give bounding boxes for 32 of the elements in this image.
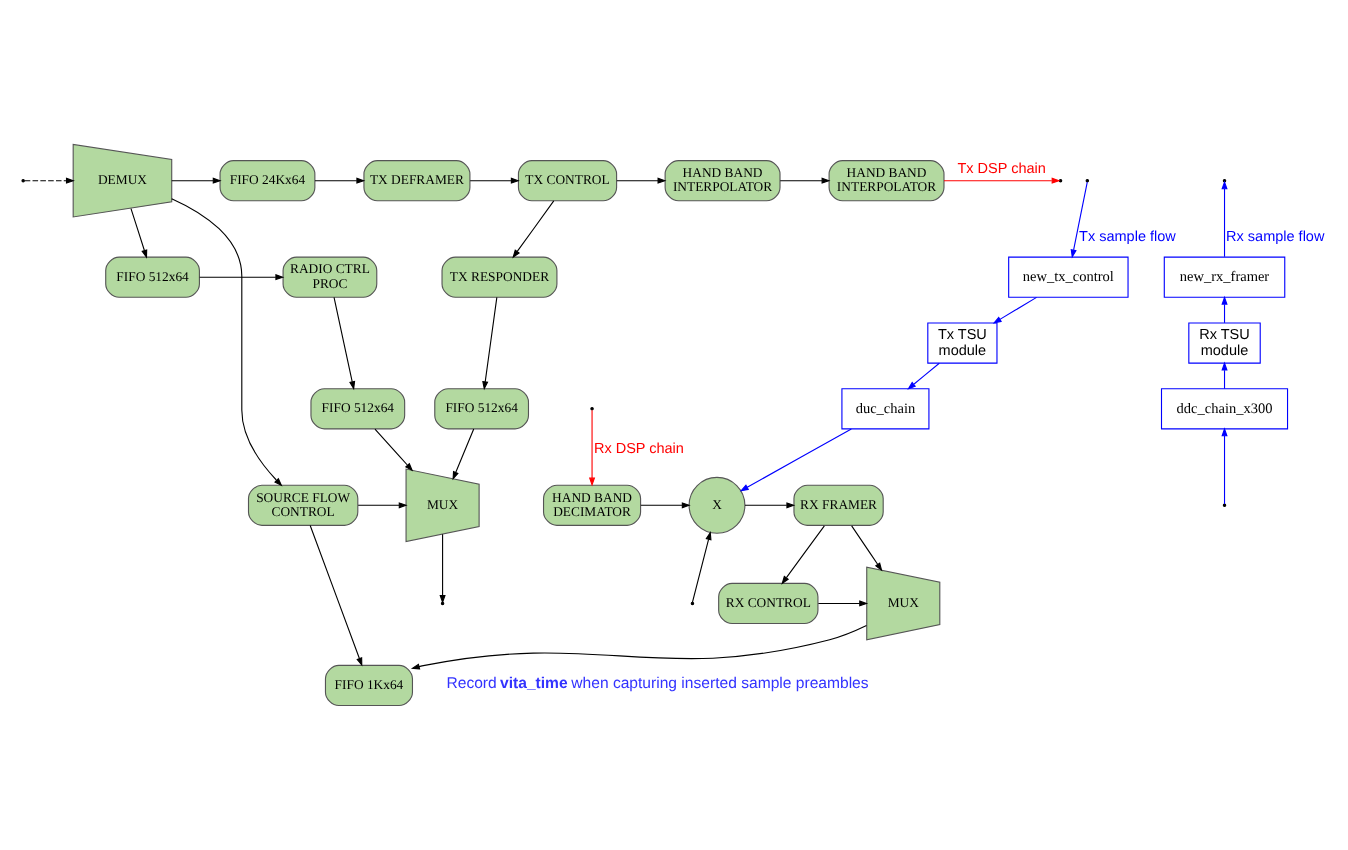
arrow [171, 198, 283, 487]
arrow [24, 177, 75, 184]
arrow [739, 428, 852, 492]
arrow [992, 296, 1038, 324]
arrow [410, 624, 868, 670]
arrow [482, 296, 498, 391]
arrow [616, 177, 667, 184]
arrow [469, 177, 520, 184]
arrow [1070, 181, 1088, 259]
arrow [452, 428, 475, 481]
arrow [357, 502, 408, 509]
arrow [512, 200, 555, 259]
arrow [588, 409, 596, 487]
arrow [851, 525, 883, 572]
arrow [907, 362, 940, 390]
arrow [779, 177, 831, 184]
arrow [199, 274, 285, 281]
arrow [817, 600, 869, 607]
arrow [691, 531, 712, 603]
arrow [781, 525, 825, 585]
arrow [744, 502, 796, 509]
arrow [309, 524, 363, 667]
arrow [640, 502, 691, 509]
arrow [374, 428, 414, 472]
arrow [943, 177, 1061, 184]
arrow [333, 296, 356, 391]
arrow [1221, 295, 1228, 324]
arrow [130, 208, 148, 259]
arrow [314, 177, 366, 184]
arrow [171, 177, 222, 184]
arrow [1221, 427, 1228, 505]
arrow [1221, 361, 1228, 390]
